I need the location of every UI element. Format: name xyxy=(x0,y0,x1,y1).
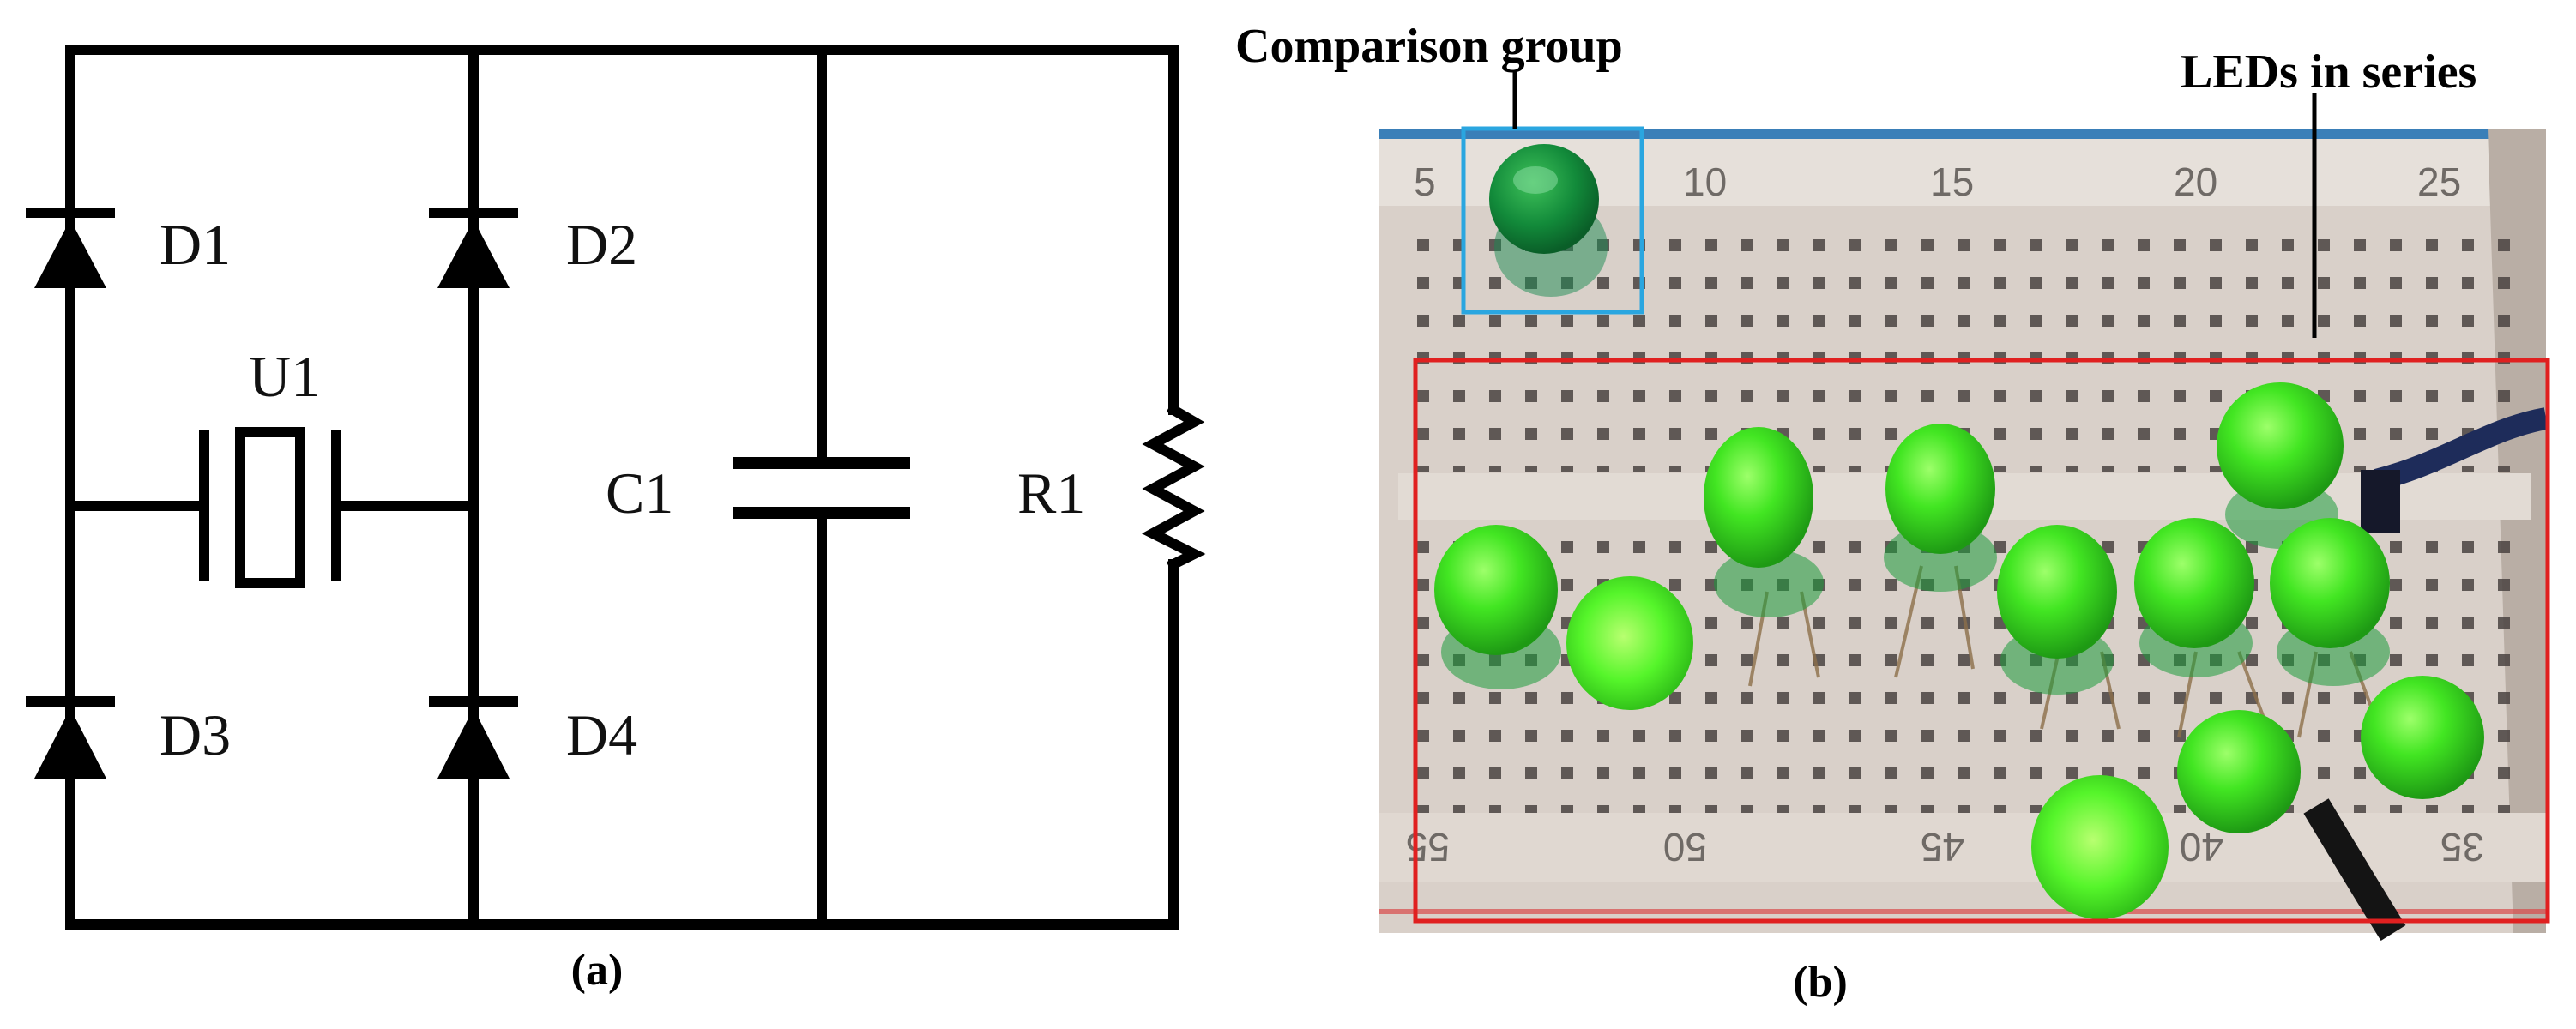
diode-d2-symbol xyxy=(429,208,518,288)
led-8 xyxy=(2270,518,2390,686)
annotation-leds-in-series: LEDs in series xyxy=(2181,45,2476,99)
crystal-u1-symbol xyxy=(65,427,479,588)
diode-d1-symbol xyxy=(26,208,115,288)
bb-num-bottom-1: 55 xyxy=(1406,825,1450,870)
label-d2: D2 xyxy=(566,212,637,277)
led-5 xyxy=(1997,525,2117,695)
led-11 xyxy=(2031,775,2169,919)
rail-stripe-blue xyxy=(1379,129,2546,139)
diode-d3-symbol xyxy=(26,696,115,779)
led-2 xyxy=(1566,576,1693,710)
bb-num-top-3: 15 xyxy=(1930,159,1974,204)
led-comparison xyxy=(1489,144,1608,297)
led-6 xyxy=(2134,518,2254,677)
label-u1: U1 xyxy=(249,344,320,409)
caption-b: (b) xyxy=(1793,958,1848,1007)
label-d4: D4 xyxy=(566,702,637,767)
bb-num-top-4: 20 xyxy=(2174,159,2217,204)
bb-num-bottom-2: 50 xyxy=(1663,825,1707,870)
cable-blue xyxy=(2373,407,2549,491)
comparison-box xyxy=(1461,126,1644,315)
label-c1: C1 xyxy=(606,460,673,526)
led-series-group xyxy=(1434,382,2484,919)
bb-num-top-5: 25 xyxy=(2417,159,2461,204)
cable-plug xyxy=(2361,470,2400,533)
caption-a: (a) xyxy=(571,946,624,995)
led-10 xyxy=(2361,676,2484,799)
diode-d4-symbol xyxy=(429,696,518,779)
panel-a-schematic xyxy=(26,45,1206,930)
bb-num-bottom-3: 45 xyxy=(1921,825,1964,870)
panel-b-photo: 5 10 15 20 25 55 50 45 40 35 xyxy=(1379,70,2550,942)
led-4 xyxy=(1884,424,1997,592)
label-d1: D1 xyxy=(160,212,231,277)
bb-num-top-2: 10 xyxy=(1683,159,1727,204)
label-d3: D3 xyxy=(160,702,231,767)
label-r1: R1 xyxy=(1017,460,1085,526)
bb-num-bottom-5: 35 xyxy=(2440,825,2484,870)
led-3 xyxy=(1704,427,1824,617)
resistor-r1-symbol xyxy=(1142,402,1206,572)
led-9 xyxy=(2177,710,2301,833)
bb-num-top-1: 5 xyxy=(1414,159,1436,204)
annotation-comparison-group: Comparison group xyxy=(1235,20,1623,73)
rail-stripe-red xyxy=(1379,909,2546,914)
bb-num-bottom-4: 40 xyxy=(2180,825,2223,870)
cable-black xyxy=(2303,798,2406,942)
led-1 xyxy=(1434,525,1561,689)
series-box xyxy=(1413,358,2550,924)
capacitor-c1-symbol xyxy=(733,457,910,519)
